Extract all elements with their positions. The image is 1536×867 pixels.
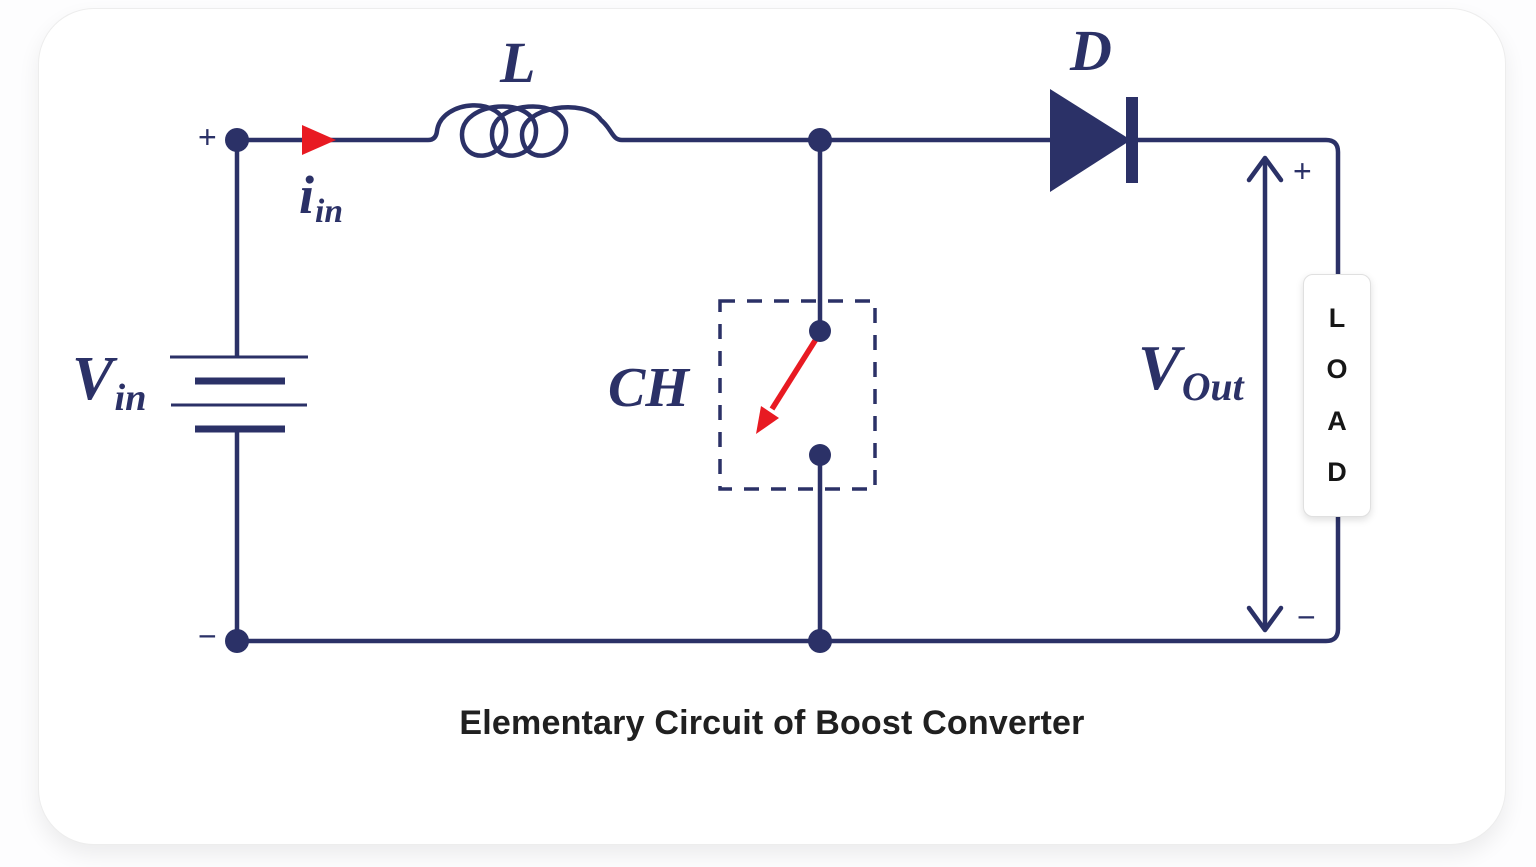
input-current-arrow-icon: [302, 125, 336, 155]
diode-symbol: [1050, 89, 1138, 192]
load-letter: A: [1327, 405, 1347, 436]
node-top-left: [225, 128, 249, 152]
switch-arrowhead-icon: [756, 406, 779, 434]
load-letter: D: [1327, 456, 1347, 487]
battery-symbol: [170, 355, 308, 433]
switch-node-bottom: [809, 444, 831, 466]
switch-blade: [769, 334, 821, 411]
inductor-label: L: [500, 30, 536, 95]
inductor-coil-symbol: [417, 103, 640, 158]
output-voltage-arrow: [1246, 155, 1284, 633]
diagram-caption: Elementary Circuit of Boost Converter: [459, 704, 1085, 742]
output-minus-sign: −: [1297, 599, 1316, 635]
output-plus-sign: +: [1293, 153, 1312, 189]
output-voltage-subscript: Out: [1181, 365, 1244, 410]
load-letter: L: [1328, 303, 1346, 334]
load-letter: O: [1326, 354, 1348, 385]
output-voltage-label: VOut: [1138, 332, 1244, 410]
switch-node-top: [809, 320, 831, 342]
source-voltage-subscript: in: [114, 376, 147, 419]
input-current-label: iin: [299, 165, 343, 231]
switch-dashed-box: [718, 299, 877, 491]
switch-label: CH: [608, 357, 689, 419]
diode-label: D: [1070, 18, 1112, 83]
node-top-middle: [808, 128, 832, 152]
source-voltage-label: Vin: [72, 345, 147, 419]
load-block: L O A D: [1303, 274, 1371, 517]
input-current-subscript: in: [315, 193, 343, 231]
source-minus-sign: −: [198, 618, 217, 654]
node-bottom-left: [225, 629, 249, 653]
node-bottom-middle: [808, 629, 832, 653]
source-plus-sign: +: [198, 119, 217, 155]
